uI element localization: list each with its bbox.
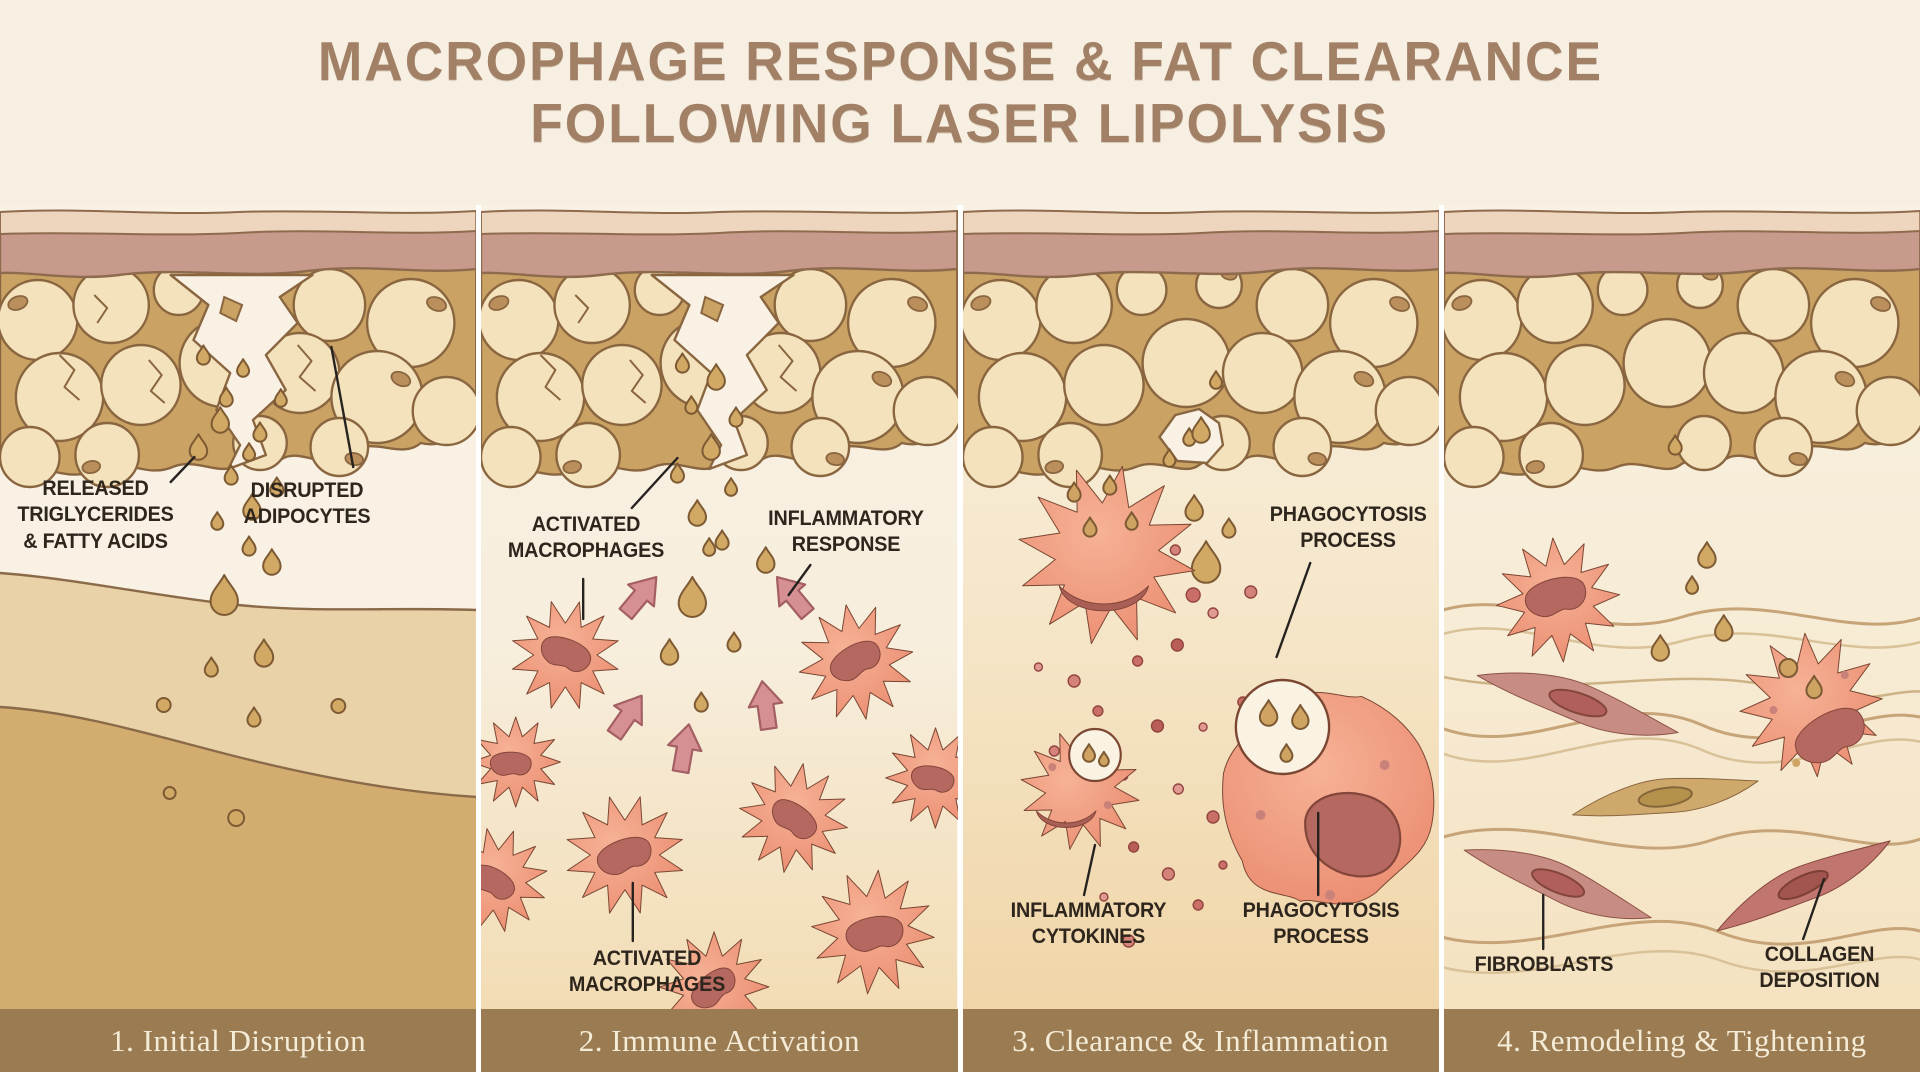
panel4-step-label: 4. Remodeling & Tightening (1497, 1022, 1867, 1058)
leader-lines (582, 456, 812, 943)
panel3-illustration: PHAGOCYTOSIS PROCESS INFLAMMATORY CYTOKI… (962, 205, 1439, 1009)
panel-immune-activation: ACTIVATED MACROPHAGES INFLAMMATORY RESPO… (481, 205, 958, 1072)
macrophage-amoeboid (1195, 666, 1439, 930)
panel1-illustration: RELEASED TRIGLYCERIDES & FATTY ACIDS DIS… (0, 205, 477, 1009)
panel1-footer: 1. Initial Disruption (0, 1009, 477, 1072)
panel-remodeling-tightening: FIBROBLASTS COLLAGEN DEPOSITION 4. Remod… (1443, 205, 1920, 1072)
panel3-footer: 3. Clearance & Inflammation (962, 1009, 1439, 1072)
deep-tissue-layers (0, 571, 477, 1009)
panel2-footer: 2. Immune Activation (481, 1009, 958, 1072)
label-inflammatory-cytokines: INFLAMMATORY CYTOKINES (1010, 898, 1166, 949)
label-phagocytosis-bottom: PHAGOCYTOSIS PROCESS (1242, 898, 1399, 949)
panel2-step-label: 2. Immune Activation (578, 1022, 860, 1058)
label-fibroblasts: FIBROBLASTS (1474, 952, 1614, 976)
header: MACROPHAGE RESPONSE & FAT CLEARANCE FOLL… (0, 0, 1920, 205)
label-released-triglycerides: RELEASED TRIGLYCERIDES & FATTY ACIDS (17, 476, 174, 553)
label-phagocytosis-top: PHAGOCYTOSIS PROCESS (1269, 502, 1427, 553)
label-activated-macrophages-bottom: ACTIVATED MACROPHAGES (569, 946, 726, 997)
panel4-svg (1443, 205, 1920, 1009)
leader-lines (1541, 877, 1825, 951)
panel1-step-label: 1. Initial Disruption (110, 1022, 367, 1058)
label-disrupted-adipocytes: DISRUPTED ADIPOCYTES (243, 478, 371, 529)
fibroblasts (1458, 650, 1899, 943)
panel3-step-label: 3. Clearance & Inflammation (1012, 1022, 1389, 1058)
page-title-line2: FOLLOWING LASER LIPOLYSIS (530, 92, 1390, 154)
leader-lines (169, 345, 355, 484)
panel4-footer: 4. Remodeling & Tightening (1443, 1009, 1920, 1072)
triglyceride-droplets (155, 344, 347, 827)
resolving-macrophages (1475, 517, 1889, 784)
panel1-svg (0, 205, 477, 1009)
leader-lines (1082, 561, 1319, 897)
panel-clearance-inflammation: PHAGOCYTOSIS PROCESS INFLAMMATORY CYTOKI… (962, 205, 1439, 1072)
panel4-illustration: FIBROBLASTS COLLAGEN DEPOSITION (1443, 205, 1920, 1009)
panel-initial-disruption: RELEASED TRIGLYCERIDES & FATTY ACIDS DIS… (0, 205, 477, 1072)
label-activated-macrophages-top: ACTIVATED MACROPHAGES (508, 512, 665, 563)
label-inflammatory-response: INFLAMMATORY RESPONSE (768, 506, 925, 557)
page-title-line1: MACROPHAGE RESPONSE & FAT CLEARANCE (317, 30, 1603, 92)
label-collagen-deposition: COLLAGEN DEPOSITION (1759, 942, 1880, 993)
panel2-illustration: ACTIVATED MACROPHAGES INFLAMMATORY RESPO… (481, 205, 958, 1009)
macrophage-phagosome (1002, 712, 1157, 868)
panel3-svg (962, 205, 1439, 1009)
panels-row: RELEASED TRIGLYCERIDES & FATTY ACIDS DIS… (0, 205, 1920, 1072)
panel2-svg (481, 205, 958, 1009)
